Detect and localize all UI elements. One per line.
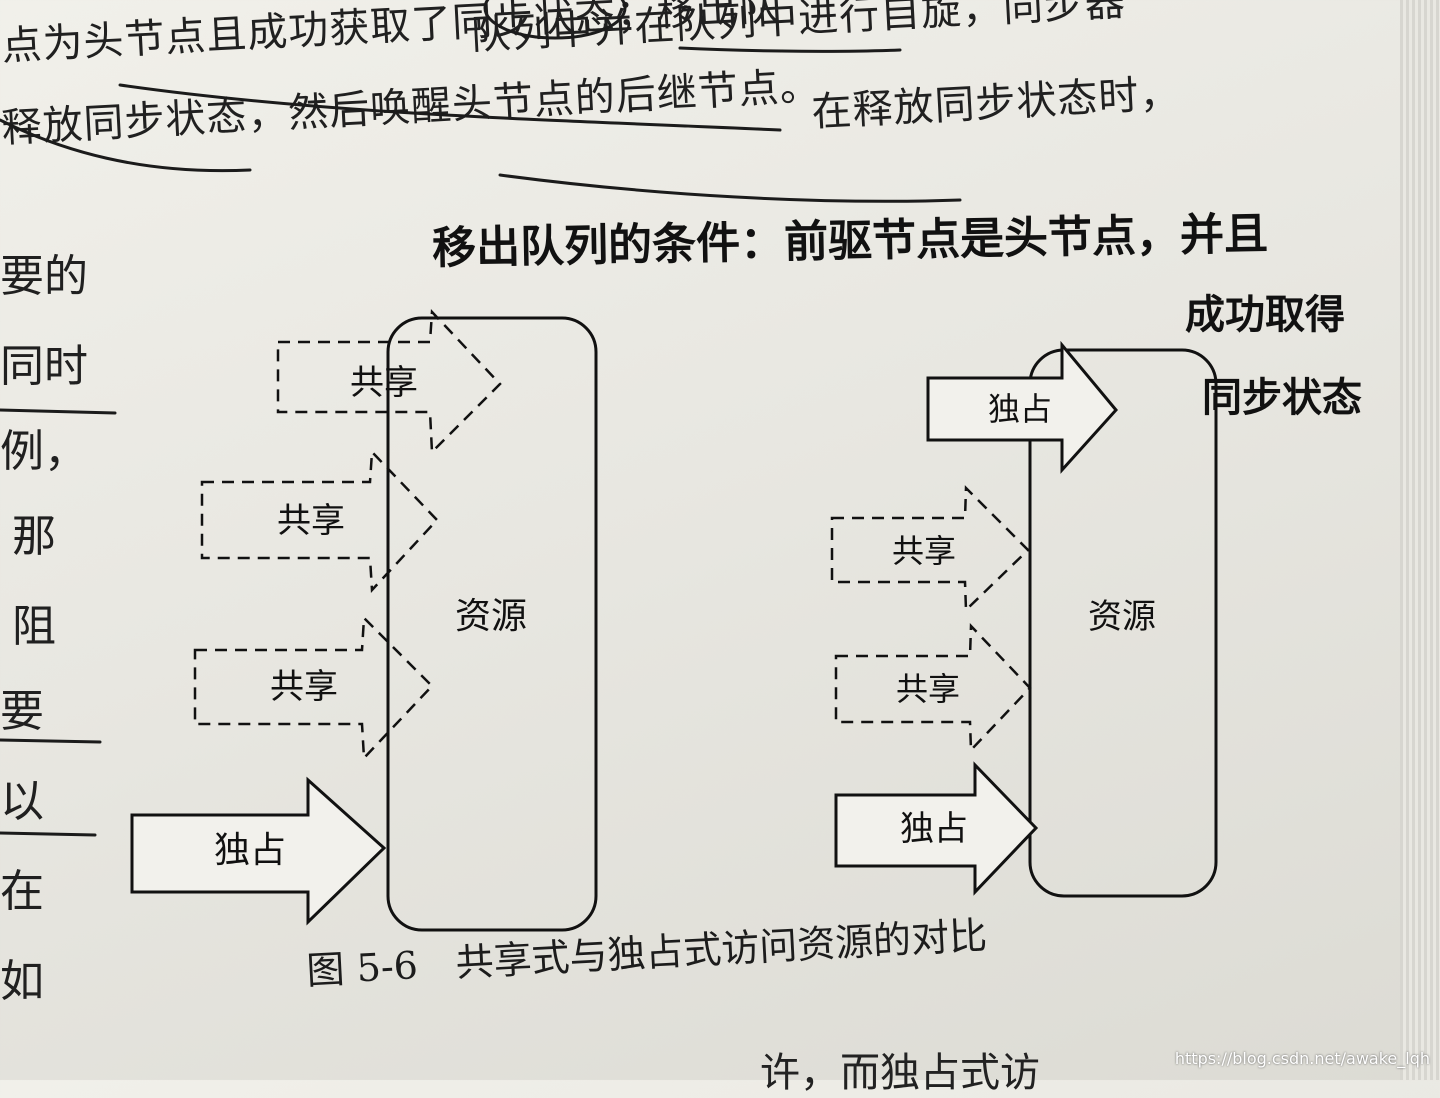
margin-char-3: 例， [0, 426, 88, 477]
handwritten-note-line-3: 同步状态 [1202, 375, 1362, 421]
left-shared-label-1: 共享 [350, 363, 418, 403]
handwritten-note-line-2: 成功取得 [1185, 292, 1345, 338]
margin-char-7: 以 [0, 776, 44, 827]
right-resource-box [1028, 348, 1218, 898]
margin-char-9: 如 [0, 956, 44, 1007]
book-page-edge [1400, 0, 1440, 1080]
left-exclusive-arrow [130, 776, 387, 926]
left-exclusive-label: 独占 [214, 830, 286, 871]
pen-circle-top [483, 0, 627, 40]
right-shared-label-2: 共享 [896, 670, 960, 708]
pen-margin-line-2 [0, 738, 102, 744]
right-exclusive-arrow-1 [926, 340, 1118, 474]
pen-underline-1 [0, 118, 252, 173]
right-exclusive-label-2: 独占 [900, 809, 968, 849]
right-exclusive-label-1: 独占 [988, 390, 1052, 428]
left-resource-box [386, 316, 598, 932]
left-shared-label-2: 共享 [277, 501, 345, 541]
left-resource-label: 资源 [455, 596, 527, 637]
margin-char-5: 阻 [12, 601, 56, 652]
margin-char-1: 要的 [0, 251, 88, 302]
left-shared-label-3: 共享 [270, 667, 338, 707]
right-exclusive-arrow-2 [834, 761, 1039, 896]
pen-underline-3 [498, 173, 962, 203]
watermark: https://blog.csdn.net/awake_lqh [1174, 1049, 1430, 1068]
left-shared-arrow-1 [276, 309, 502, 455]
right-resource-label: 资源 [1088, 597, 1156, 637]
pen-margin-line-3 [0, 831, 97, 837]
margin-char-6: 要 [0, 686, 44, 737]
right-shared-label-1: 共享 [892, 532, 956, 570]
margin-char-4: 那 [12, 511, 56, 562]
figure-number: 图 5-6 [305, 943, 419, 993]
pen-underline-4 [678, 46, 902, 53]
left-shared-arrow-3 [193, 615, 434, 761]
pen-underline-2 [118, 83, 782, 132]
pen-margin-line-1 [0, 408, 117, 415]
bottom-text-fragment: 许，而独占式访 [760, 1050, 1040, 1096]
margin-char-8: 在 [0, 866, 44, 917]
margin-char-2: 同时 [0, 341, 88, 392]
